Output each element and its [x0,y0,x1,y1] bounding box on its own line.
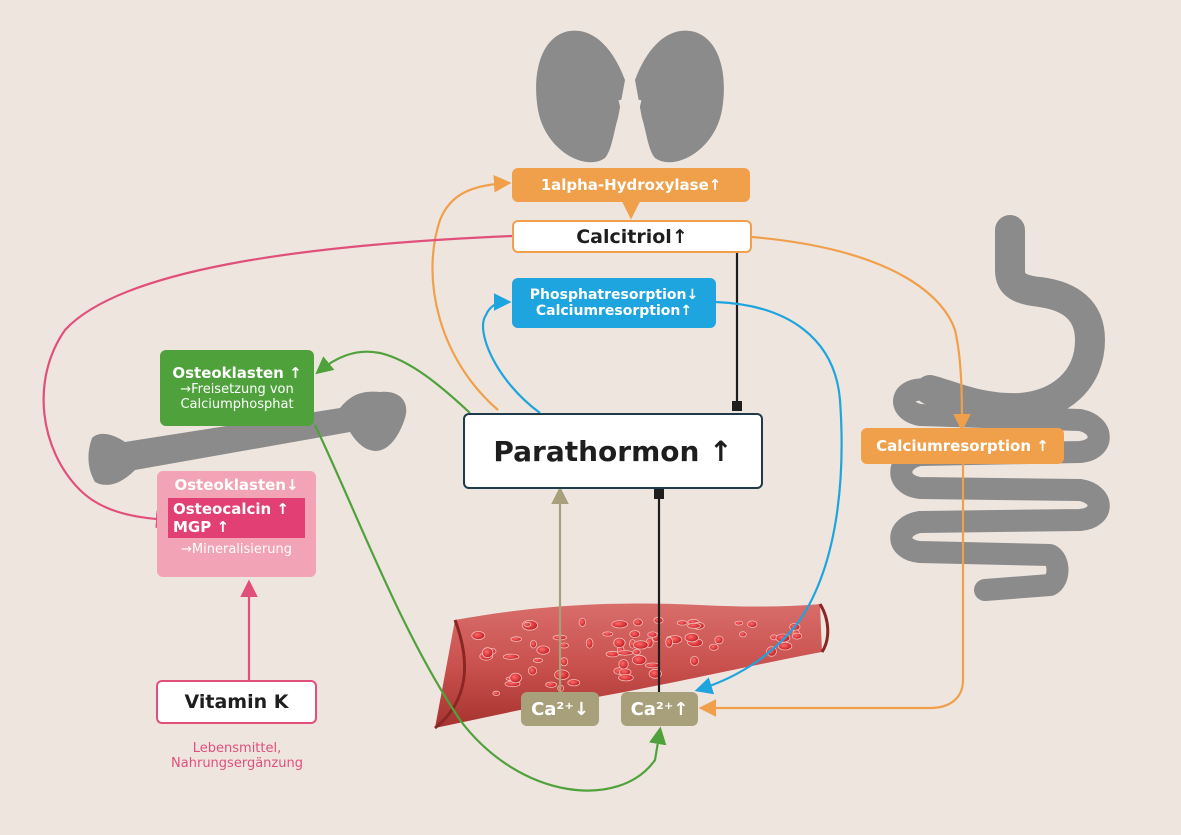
calcium-high-label: Ca²⁺↑ [630,698,689,720]
blood-cell [631,654,647,666]
vitamin-k-label: Vitamin K [184,691,289,713]
blood-cell [502,653,520,660]
arrow-phosphate-to-calcium [694,300,843,695]
blood-cell [747,620,758,628]
blood-cell [613,637,626,648]
arrow-parathormon-to-osteoklasten [315,350,471,414]
blood-cell [611,620,628,629]
blood-cell [684,632,700,643]
blood-cell [533,657,544,663]
mgp-label: MGP ↑ [173,518,230,536]
inhibit-marker-calcitriol [732,401,742,411]
calcitriol-label: Calcitriol↑ [576,225,688,248]
blood-cell [618,659,629,670]
blood-cell [709,643,719,651]
blood-cell [554,669,570,681]
blood-cell [523,621,532,627]
blood-cells [471,616,803,700]
osteoklasten-down-box: Osteoklasten↓ Osteocalcin ↑ MGP ↑ →Miner… [157,471,316,577]
kidney-icon [536,30,724,163]
calcium-high-box: Ca²⁺↑ [621,692,698,726]
blood-cell [632,640,649,650]
lebensmittel-note: Lebensmittel, Nahrungsergänzung [150,736,324,776]
blood-cell [567,679,581,687]
osteocalcin-label: Osteocalcin ↑ [173,500,289,518]
blood-cell [690,656,700,666]
parathormon-box: Parathormon ↑ [463,413,763,489]
parathormon-label: Parathormon ↑ [493,434,733,468]
blood-cell [734,620,743,626]
phosphate-box: Phosphatresorption↓ Calciumresorption↑ [512,278,716,328]
blood-cell [714,635,724,645]
blood-cell [633,618,643,627]
mineralisierung-label: →Mineralisierung [181,542,292,557]
hydroxylase-box: 1alpha-Hydroxylase↑ [512,168,750,202]
arrow-intestine-to-calcium [698,464,965,717]
calciumresorption-label: Calciumresorption ↑ [876,437,1049,455]
blood-cell [510,636,522,642]
blood-cell [545,681,557,688]
arrow-osteoklasten-to-calcium [314,424,667,792]
blood-cell [527,666,538,676]
arrow-calcitriol-to-osteocalcin [42,234,513,529]
nahrungsergaenzung-label: Nahrungsergänzung [171,756,303,771]
osteoklasten-up-box: Osteoklasten ↑ →Freisetzung von Calciump… [160,350,314,426]
blood-cell [536,645,550,655]
vitamin-k-box: Vitamin K [156,680,317,724]
blood-cell [629,630,641,638]
arrow-calcitriol-to-intestine [751,235,971,432]
blood-cell [585,638,594,649]
osteoklasten-up-label: Osteoklasten ↑ [172,364,302,382]
blood-cell [632,648,641,656]
calcium-low-label: Ca²⁺↓ [531,698,589,720]
freisetzung-label: →Freisetzung von [180,382,294,397]
phosphate-label-2: Calciumresorption↑ [535,303,693,319]
calcitriol-box: Calcitriol↑ [512,220,752,253]
calciumresorption-box: Calciumresorption ↑ [861,428,1064,464]
blood-cell [617,650,633,656]
blood-cell [739,631,747,638]
blood-cell [687,622,701,629]
osteoklasten-down-label: Osteoklasten↓ [174,476,299,494]
blood-cell [492,690,501,697]
calcium-low-box: Ca²⁺↓ [521,692,599,726]
osteocalcin-highlight: Osteocalcin ↑ MGP ↑ [168,498,305,538]
calciumphosphat-label: Calciumphosphat [180,397,294,412]
blood-cell [605,650,620,658]
blood-cell [559,657,569,667]
blood-cell [578,617,587,627]
blood-cell [647,631,658,638]
inhibit-marker-calcium [654,489,664,499]
intestine-icon [890,215,1110,601]
blood-cell [509,672,522,684]
blood-cell [644,662,661,669]
blood-cell [602,631,614,637]
hydroxylase-label: 1alpha-Hydroxylase↑ [540,176,722,194]
arrow-parathormon-to-hydroxylase [431,174,512,411]
blood-cell [618,674,634,682]
blood-cell [471,631,486,641]
blood-cell [481,647,494,659]
arrow-parathormon-to-phosphate [481,293,541,414]
lebensmittel-label: Lebensmittel, [192,741,282,756]
blood-cell [791,632,803,640]
blood-cell [676,620,688,626]
blood-cell [529,640,537,649]
phosphate-label-1: Phosphatresorption↓ [529,287,699,303]
bone-icon [88,391,407,485]
blood-cell [665,636,673,648]
